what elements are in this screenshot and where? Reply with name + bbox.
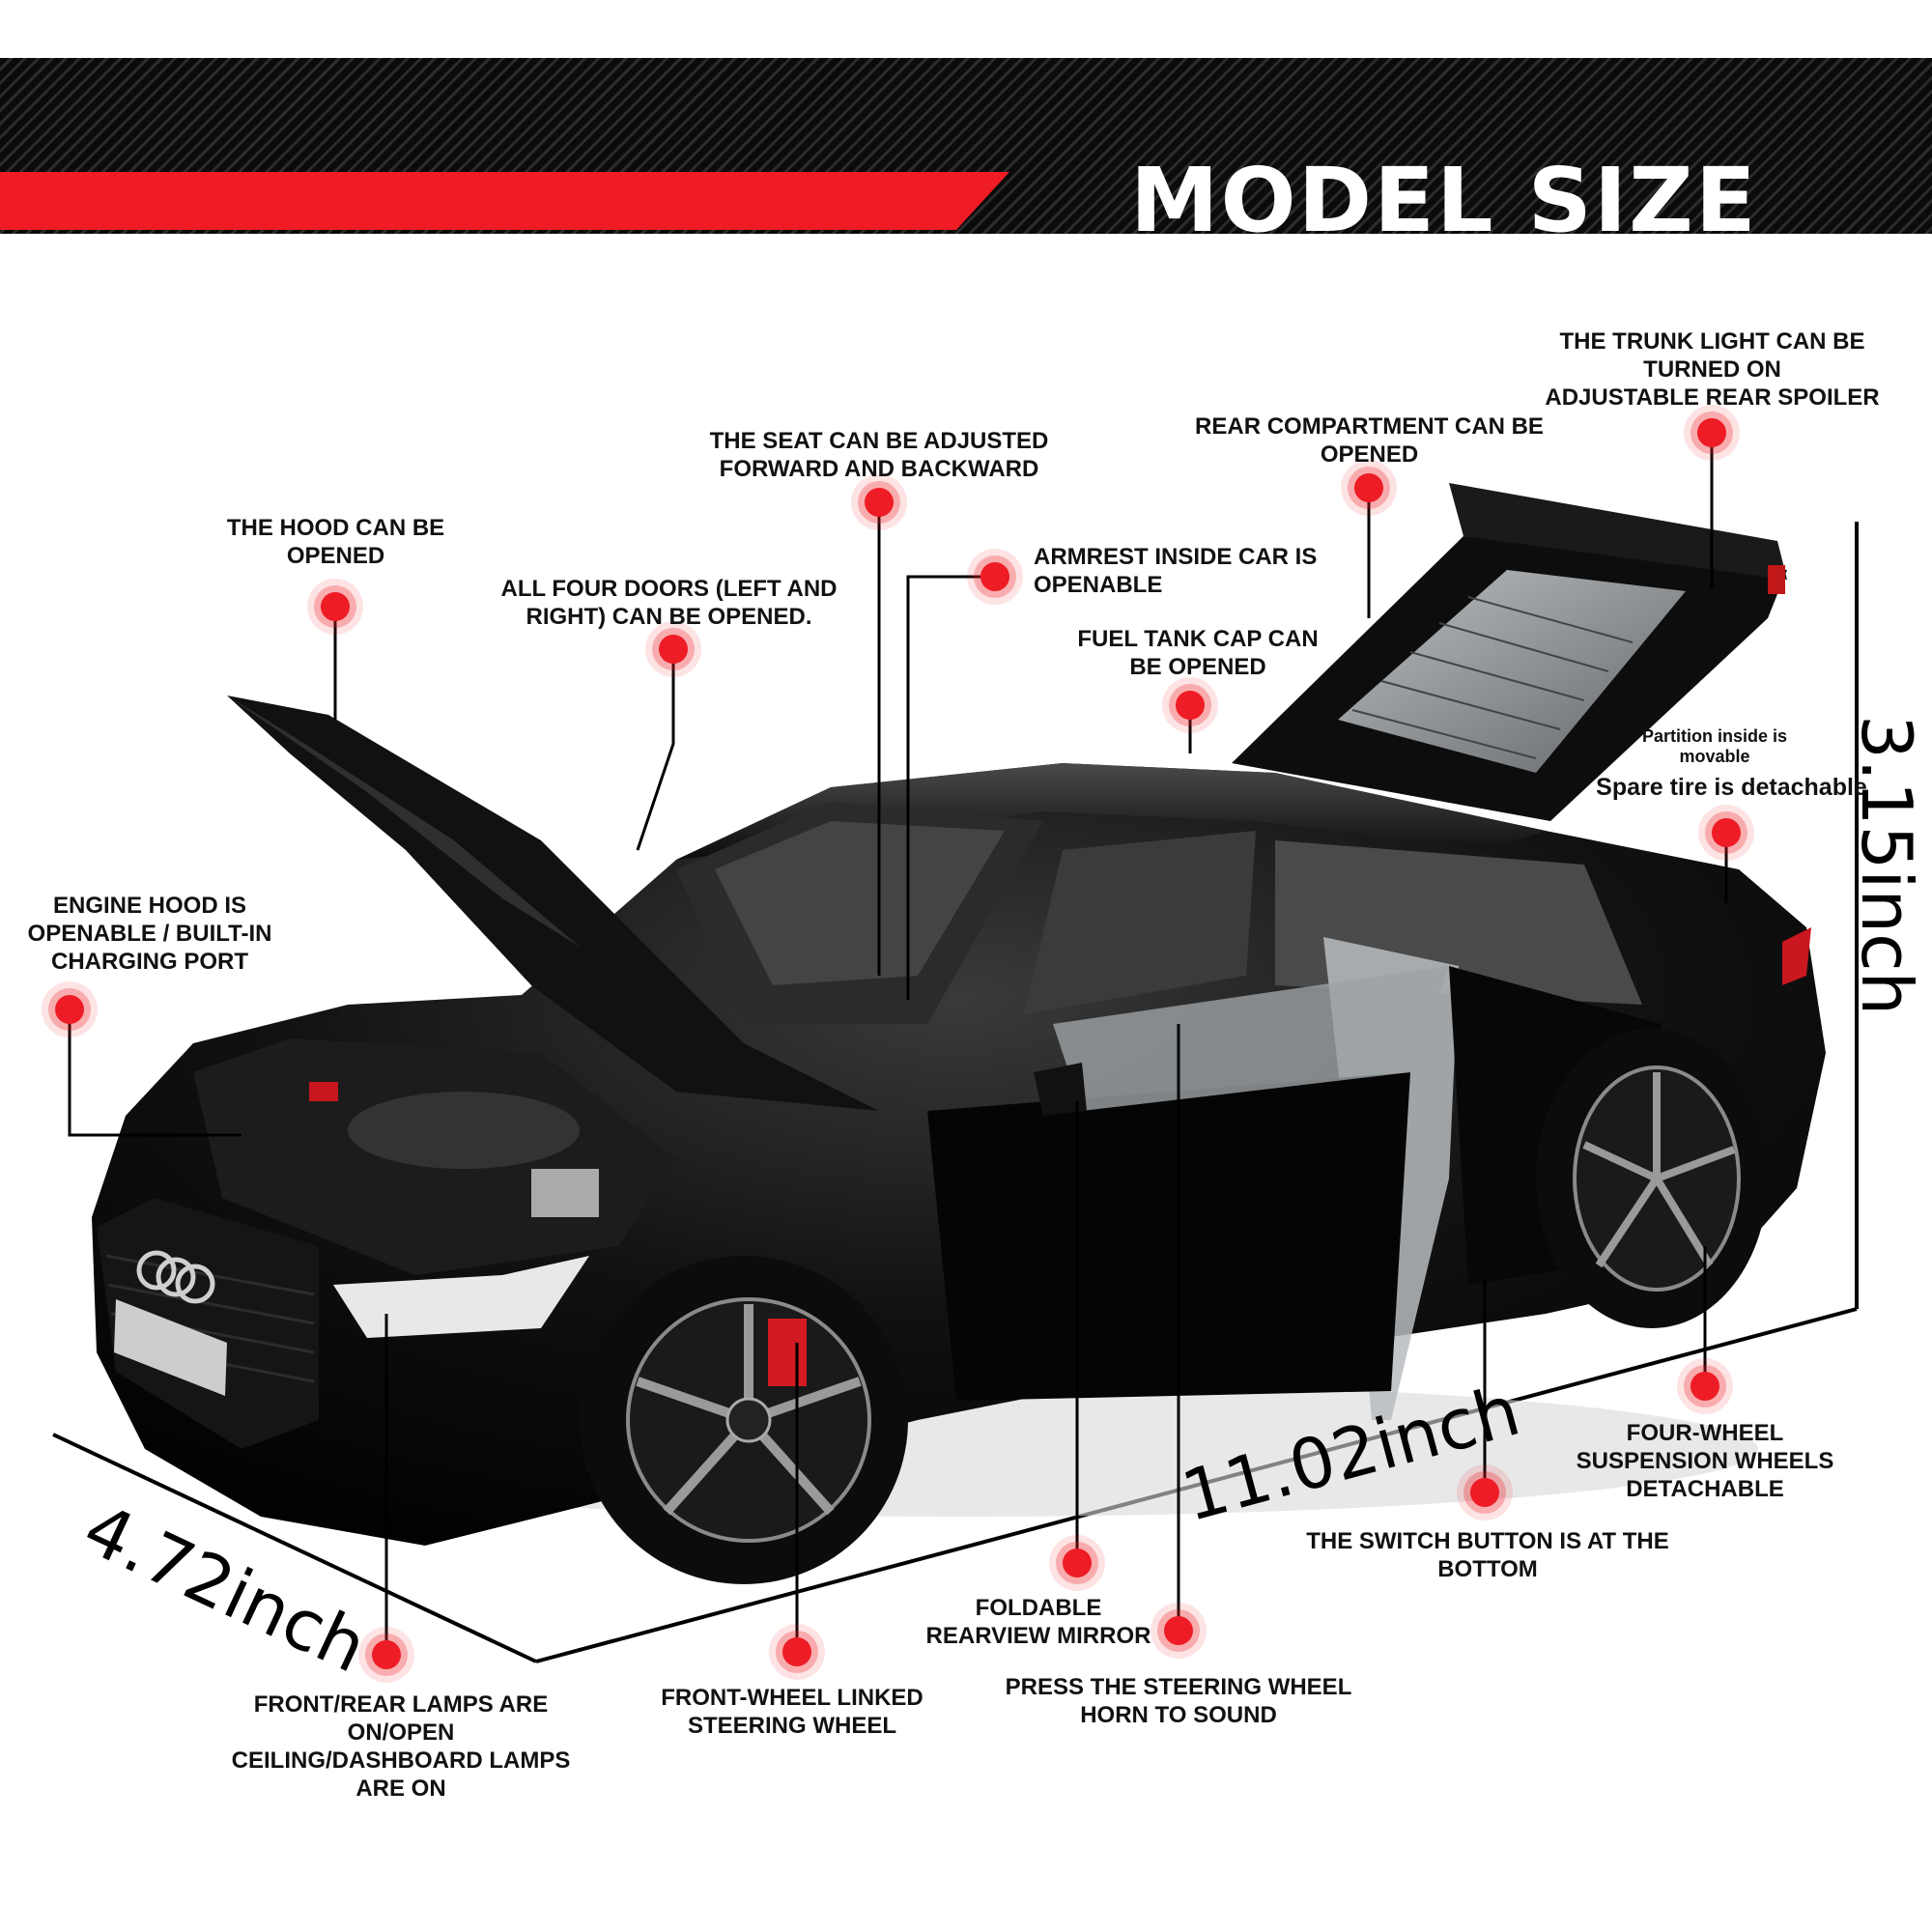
- marker-spare-tire: [1712, 818, 1741, 847]
- trunk-lid: [1232, 483, 1787, 821]
- marker-steering: [782, 1637, 811, 1666]
- label-armrest: ARMREST INSIDE CAR IS OPENABLE: [1034, 543, 1343, 599]
- marker-doors: [659, 635, 688, 664]
- leader-engine-hood: [68, 1009, 242, 1137]
- label-engine-hood: ENGINE HOOD IS OPENABLE / BUILT-IN CHARG…: [10, 892, 290, 976]
- label-seat: THE SEAT CAN BE ADJUSTED FORWARD AND BAC…: [691, 427, 1067, 483]
- dimension-height: 3.15inch: [1846, 715, 1927, 1016]
- label-doors-text: ALL FOUR DOORS (LEFT AND RIGHT) CAN BE O…: [500, 576, 838, 630]
- rear-wheel: [1536, 1029, 1768, 1328]
- label-suspension-text: FOUR-WHEEL SUSPENSION WHEELS DETACHABLE: [1576, 1420, 1834, 1502]
- marker-mirror: [1063, 1548, 1092, 1577]
- label-mirror-text: FOLDABLE REARVIEW MIRROR: [925, 1595, 1151, 1649]
- label-lamps: FRONT/REAR LAMPS ARE ON/OPEN CEILING/DAS…: [217, 1690, 584, 1803]
- leader-lines: [68, 433, 1728, 1655]
- label-fuel-cap-text: FUEL TANK CAP CAN BE OPENED: [1077, 626, 1319, 680]
- label-partition: Partition inside is movable: [1613, 726, 1816, 767]
- label-mirror: FOLDABLE REARVIEW MIRROR: [908, 1594, 1169, 1650]
- label-steering-text: FRONT-WHEEL LINKED STEERING WHEEL: [661, 1685, 923, 1739]
- label-hood-text: THE HOOD CAN BE OPENED: [226, 515, 445, 569]
- marker-lamps: [372, 1640, 401, 1669]
- marker-seat: [865, 488, 894, 517]
- label-trunk-light: THE TRUNK LIGHT CAN BE TURNED ON ADJUSTA…: [1531, 327, 1893, 412]
- label-seat-text: THE SEAT CAN BE ADJUSTED FORWARD AND BAC…: [709, 428, 1049, 482]
- label-armrest-text: ARMREST INSIDE CAR IS OPENABLE: [1034, 544, 1318, 598]
- marker-hood: [321, 592, 350, 621]
- marker-fuel-cap: [1176, 691, 1205, 720]
- marker-rear-compartment: [1354, 473, 1383, 502]
- front-wheel: [580, 1256, 908, 1584]
- width-line: [52, 1433, 537, 1663]
- marker-horn: [1164, 1616, 1193, 1645]
- car-body: [92, 696, 1826, 1584]
- label-trunk-light-text: THE TRUNK LIGHT CAN BE TURNED ON ADJUSTA…: [1545, 328, 1880, 411]
- label-fuel-cap: FUEL TANK CAP CAN BE OPENED: [1053, 625, 1343, 681]
- label-engine-hood-text: ENGINE HOOD IS OPENABLE / BUILT-IN CHARG…: [27, 893, 272, 975]
- label-rear-compartment-text: REAR COMPARTMENT CAN BE OPENED: [1195, 413, 1544, 468]
- label-rear-compartment: REAR COMPARTMENT CAN BE OPENED: [1183, 412, 1555, 469]
- label-suspension: FOUR-WHEEL SUSPENSION WHEELS DETACHABLE: [1565, 1419, 1845, 1503]
- marker-suspension: [1690, 1372, 1719, 1401]
- leader-doors: [636, 649, 675, 851]
- header-banner: MODEL SIZE: [0, 58, 1932, 252]
- label-hood: THE HOOD CAN BE OPENED: [184, 514, 488, 570]
- label-steering: FRONT-WHEEL LINKED STEERING WHEEL: [647, 1684, 937, 1740]
- label-spare-tire-text: Spare tire is detachable: [1596, 774, 1867, 801]
- marker-engine-hood: [55, 995, 84, 1024]
- label-doors: ALL FOUR DOORS (LEFT AND RIGHT) CAN BE O…: [488, 575, 850, 631]
- marker-switch-button: [1470, 1478, 1499, 1507]
- label-switch-button-text: THE SWITCH BUTTON IS AT THE BOTTOM: [1306, 1528, 1669, 1582]
- label-lamps-text: FRONT/REAR LAMPS ARE ON/OPEN CEILING/DAS…: [231, 1691, 571, 1802]
- red-accent-stripe: [0, 172, 1009, 230]
- label-switch-button: THE SWITCH BUTTON IS AT THE BOTTOM: [1294, 1527, 1681, 1583]
- label-spare-tire: Spare tire is detachable: [1570, 773, 1893, 802]
- label-horn: PRESS THE STEERING WHEEL HORN TO SOUND: [1000, 1673, 1357, 1729]
- page-title: MODEL SIZE: [1130, 149, 1758, 252]
- label-partition-text: Partition inside is movable: [1641, 726, 1788, 766]
- marker-trunk-light: [1697, 418, 1726, 447]
- brand-rings: [136, 1250, 215, 1304]
- label-horn-text: PRESS THE STEERING WHEEL HORN TO SOUND: [1005, 1674, 1352, 1728]
- leader-armrest: [906, 575, 995, 1000]
- marker-armrest: [980, 562, 1009, 591]
